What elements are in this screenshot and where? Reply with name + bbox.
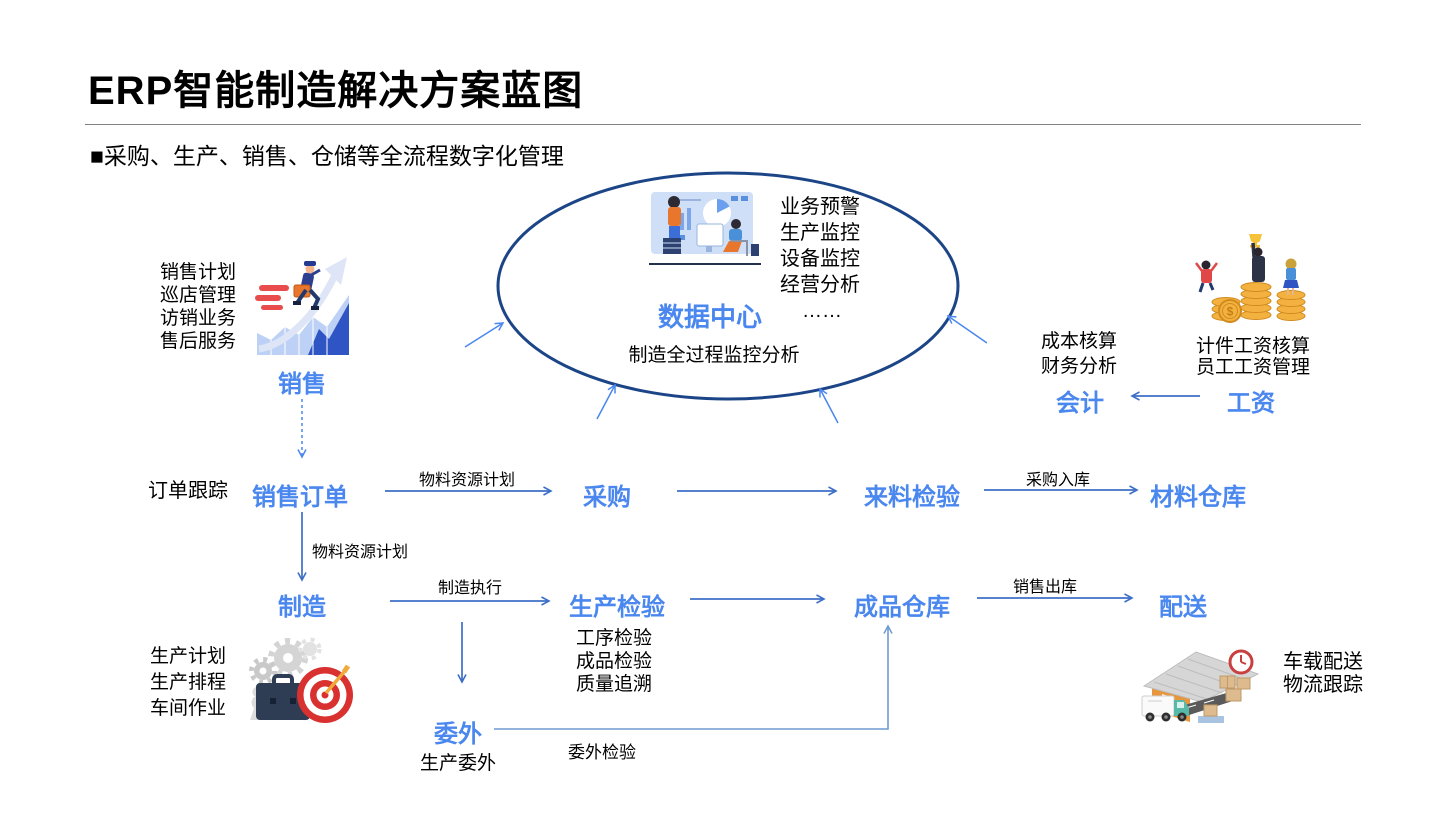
material-warehouse-node: 材料仓库: [1150, 484, 1246, 511]
list-item: 成本核算: [1041, 331, 1118, 352]
accounting-feature-list: 成本核算 财务分析: [1041, 329, 1117, 379]
sales-growth-illustration: [255, 257, 349, 355]
production-inspection-node: 生产检验: [569, 594, 665, 621]
manufacturing-illustration: [249, 637, 353, 723]
data-center-caption: 制造全过程监控分析: [628, 345, 800, 366]
title-divider: [85, 124, 1361, 125]
finished-warehouse-node: 成品仓库: [854, 594, 950, 621]
list-item: 计件工资核算: [1196, 336, 1311, 357]
logistics-illustration: [1141, 649, 1260, 723]
list-item: 设备监控: [780, 248, 860, 270]
sales-node: 销售: [278, 371, 326, 398]
sales-feature-list: 销售计划 巡店管理 访销业务 售后服务: [160, 261, 236, 353]
list-item: 车载配送: [1283, 651, 1363, 673]
sales-order-node: 销售订单: [252, 484, 348, 511]
manufacturing-execution-label: 制造执行: [437, 580, 503, 597]
list-item: 访销业务: [160, 308, 237, 329]
list-item: 生产监控: [780, 222, 860, 244]
list-item: 工序检验: [576, 628, 653, 649]
mrp-flow-label-2: 物料资源计划: [312, 544, 409, 561]
page-subtitle: ■采购、生产、销售、仓储等全流程数字化管理: [90, 143, 564, 169]
payroll-node: 工资: [1227, 390, 1275, 417]
logistics-feature-list: 车载配送 物流跟踪: [1283, 651, 1363, 697]
data-center-label: 数据中心: [657, 302, 763, 332]
svg-text:$: $: [1227, 305, 1234, 319]
list-item: 业务预警: [780, 196, 860, 218]
list-item: 生产排程: [150, 672, 227, 693]
list-item: 销售计划: [160, 262, 237, 283]
inspection-feature-list: 工序检验 成品检验 质量追溯: [576, 627, 652, 696]
procurement-node: 采购: [583, 484, 631, 511]
purchase-inbound-label: 采购入库: [1025, 472, 1091, 489]
list-item: 经营分析: [780, 274, 860, 296]
data-center-illustration: [649, 192, 761, 265]
list-item: 车间作业: [150, 698, 227, 719]
outsourcing-node: 委外: [434, 721, 482, 748]
list-item: 质量追溯: [576, 674, 653, 695]
mrp-flow-label: 物料资源计划: [418, 472, 516, 489]
manufacturing-node: 制造: [278, 594, 326, 621]
list-item: 财务分析: [1041, 356, 1118, 377]
delivery-node: 配送: [1159, 594, 1207, 621]
outsourcing-inspection-label: 委外检验: [568, 743, 636, 762]
list-item: 巡店管理: [160, 285, 237, 306]
page-title: ERP智能制造解决方案蓝图: [88, 69, 584, 113]
list-item: 员工工资管理: [1196, 357, 1311, 378]
list-item: 物流跟踪: [1283, 674, 1363, 696]
list-item: 生产计划: [150, 646, 227, 667]
manufacturing-feature-list: 生产计划 生产排程 车间作业: [150, 644, 226, 722]
data-center-feature-list: 业务预警 生产监控 设备监控 经营分析 ……: [780, 194, 860, 324]
outsourcing-note: 生产委外: [420, 753, 497, 774]
payroll-illustration: $: [1195, 234, 1306, 323]
incoming-inspection-node: 来料检验: [864, 484, 960, 511]
payroll-feature-list: 计件工资核算 员工工资管理: [1196, 336, 1310, 378]
list-item: ……: [802, 300, 842, 322]
accounting-node: 会计: [1056, 390, 1104, 417]
sales-outbound-label: 销售出库: [1012, 579, 1078, 596]
list-item: 售后服务: [160, 331, 237, 352]
order-tracking-note: 订单跟踪: [148, 480, 228, 502]
list-item: 成品检验: [576, 651, 653, 672]
